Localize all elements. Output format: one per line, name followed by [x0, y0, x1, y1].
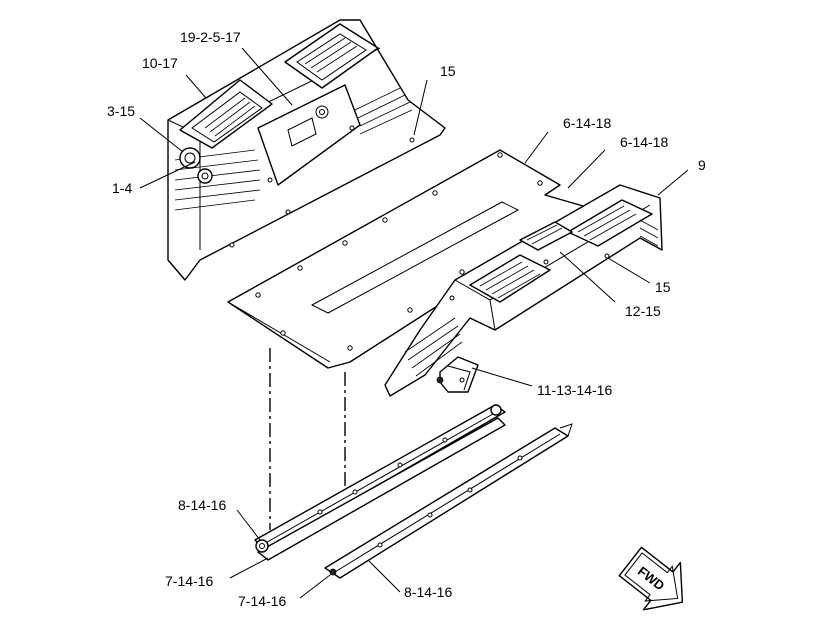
fwd-arrow-icon: FWD [618, 546, 684, 611]
callout-15-top: 15 [440, 63, 456, 79]
callout-7-14-16-b: 7-14-16 [238, 593, 286, 609]
lower-rail-rear [254, 404, 506, 561]
callout-11-13-14-16: 11-13-14-16 [537, 382, 612, 398]
lower-rail-front [324, 423, 573, 579]
callout-3-15: 3-15 [107, 103, 135, 119]
front-console-assembly [384, 184, 663, 397]
callout-19-2-5-17: 19-2-5-17 [180, 29, 241, 45]
callout-12-15: 12-15 [625, 303, 661, 319]
callout-8-14-16-upper: 8-14-16 [178, 497, 226, 513]
rear-housing-assembly [167, 19, 446, 281]
leader-lines [139, 47, 689, 599]
callout-15-right: 15 [655, 279, 671, 295]
callout-6-14-18-a: 6-14-18 [563, 115, 611, 131]
callout-1-4: 1-4 [112, 180, 132, 196]
control-module [436, 356, 479, 393]
floor-plate [227, 149, 591, 369]
callout-7-14-16-a: 7-14-16 [165, 573, 213, 589]
callout-9: 9 [698, 157, 706, 173]
callout-6-14-18-b: 6-14-18 [620, 134, 668, 150]
callout-8-14-16-lower: 8-14-16 [404, 584, 452, 600]
callout-10-17: 10-17 [142, 55, 178, 71]
